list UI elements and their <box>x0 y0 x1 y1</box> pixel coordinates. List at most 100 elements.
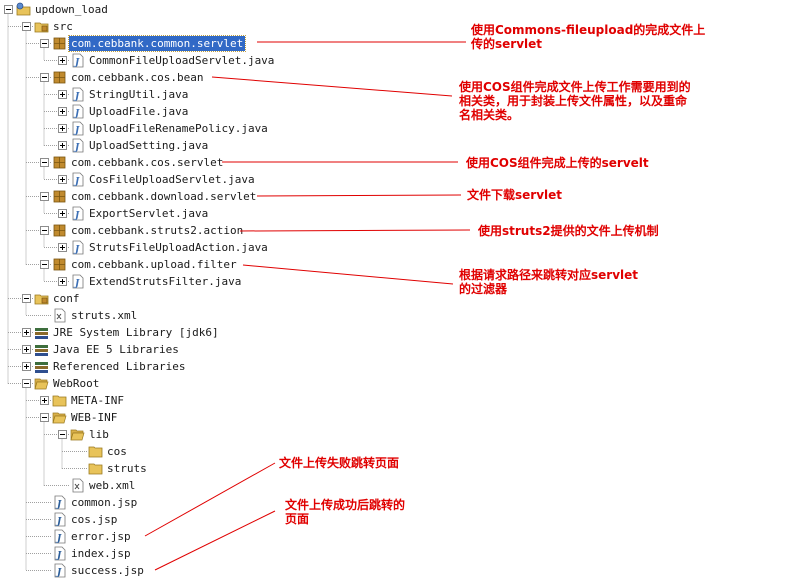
tree-item-label[interactable]: conf <box>53 292 80 305</box>
tree-row[interactable]: WebRoot <box>0 375 450 392</box>
tree-row[interactable]: J UploadFileRenamePolicy.java <box>0 120 450 137</box>
tree-row[interactable]: struts <box>0 460 450 477</box>
tree-row[interactable]: JRE System Library [jdk6] <box>0 324 450 341</box>
tree-item-label[interactable]: WebRoot <box>53 377 100 390</box>
tree-item-label[interactable]: success.jsp <box>71 564 144 577</box>
tree-item-label[interactable]: lib <box>89 428 109 441</box>
tree-row[interactable]: J UploadFile.java <box>0 103 450 120</box>
expand-toggle-icon[interactable] <box>58 175 67 184</box>
tree-row[interactable]: com.cebbank.download.servlet <box>0 188 450 205</box>
tree-row[interactable]: com.cebbank.common.servlet <box>0 35 450 52</box>
tree-item-label[interactable]: UploadFile.java <box>89 105 189 118</box>
tree-row[interactable]: J StringUtil.java <box>0 86 450 103</box>
tree-item-label[interactable]: Java EE 5 Libraries <box>53 343 179 356</box>
tree-item-label[interactable]: CosFileUploadServlet.java <box>89 173 255 186</box>
expand-toggle-icon[interactable] <box>58 107 67 116</box>
tree-row[interactable]: lib <box>0 426 450 443</box>
tree-row[interactable]: updown_load <box>0 1 450 18</box>
java-file-icon: J <box>70 104 85 119</box>
annotation-upload-filter: 根据请求路径来跳转对应servlet 的过滤器 <box>459 268 639 296</box>
svg-text:J: J <box>73 92 80 102</box>
tree-item-label[interactable]: StringUtil.java <box>89 88 189 101</box>
tree-row[interactable]: web.xml <box>0 477 450 494</box>
tree-item-label[interactable]: com.cebbank.cos.bean <box>71 71 204 84</box>
tree-item-label[interactable]: struts.xml <box>71 309 138 322</box>
expand-toggle-icon[interactable] <box>58 277 67 286</box>
tree-item-label[interactable]: com.cebbank.common.servlet <box>67 35 247 52</box>
tree-item-label[interactable]: cos.jsp <box>71 513 118 526</box>
collapse-toggle-icon[interactable] <box>40 192 49 201</box>
package-icon <box>52 70 67 85</box>
collapse-toggle-icon[interactable] <box>40 158 49 167</box>
tree-item-label[interactable]: error.jsp <box>71 530 131 543</box>
collapse-toggle-icon[interactable] <box>22 22 31 31</box>
expand-toggle-icon[interactable] <box>58 90 67 99</box>
expand-toggle-icon[interactable] <box>58 141 67 150</box>
tree-item-label[interactable]: ExtendStrutsFilter.java <box>89 275 242 288</box>
annotation-cos-servlet: 使用COS组件完成上传的servelt <box>466 156 649 170</box>
tree-row[interactable]: conf <box>0 290 450 307</box>
tree-row[interactable]: com.cebbank.cos.bean <box>0 69 450 86</box>
expand-toggle-icon[interactable] <box>40 396 49 405</box>
tree-item-label[interactable]: UploadSetting.java <box>89 139 209 152</box>
collapse-toggle-icon[interactable] <box>40 226 49 235</box>
collapse-toggle-icon[interactable] <box>22 294 31 303</box>
tree-row[interactable]: com.cebbank.struts2.action <box>0 222 450 239</box>
tree-item-label[interactable]: com.cebbank.cos.servlet <box>71 156 224 169</box>
tree-item-label[interactable]: cos <box>107 445 127 458</box>
expand-toggle-icon[interactable] <box>22 362 31 371</box>
collapse-toggle-icon[interactable] <box>40 73 49 82</box>
tree-item-label[interactable]: WEB-INF <box>71 411 118 424</box>
package-icon <box>52 189 67 204</box>
tree-row[interactable]: cos <box>0 443 450 460</box>
collapse-toggle-icon[interactable] <box>4 5 13 14</box>
expand-toggle-icon[interactable] <box>58 243 67 252</box>
collapse-toggle-icon[interactable] <box>58 430 67 439</box>
tree-item-label[interactable]: StrutsFileUploadAction.java <box>89 241 268 254</box>
tree-item-label[interactable]: src <box>53 20 73 33</box>
expand-toggle-icon[interactable] <box>58 124 67 133</box>
tree-item-label[interactable]: index.jsp <box>71 547 131 560</box>
tree-item-label[interactable]: common.jsp <box>71 496 138 509</box>
tree-item-label[interactable]: updown_load <box>35 3 108 16</box>
expand-toggle-icon[interactable] <box>58 209 67 218</box>
tree-item-label[interactable]: UploadFileRenamePolicy.java <box>89 122 268 135</box>
expand-toggle-icon[interactable] <box>58 56 67 65</box>
tree-row[interactable]: Java EE 5 Libraries <box>0 341 450 358</box>
tree-row[interactable]: com.cebbank.upload.filter <box>0 256 450 273</box>
tree-item-label[interactable]: META-INF <box>71 394 124 407</box>
collapse-toggle-icon[interactable] <box>40 260 49 269</box>
tree-item-label[interactable]: com.cebbank.upload.filter <box>71 258 237 271</box>
collapse-toggle-icon[interactable] <box>40 413 49 422</box>
tree-row[interactable]: META-INF <box>0 392 450 409</box>
collapse-toggle-icon[interactable] <box>40 39 49 48</box>
tree-item-label[interactable]: com.cebbank.struts2.action <box>71 224 244 237</box>
tree-item-label[interactable]: web.xml <box>89 479 136 492</box>
tree-item-label[interactable]: Referenced Libraries <box>53 360 186 373</box>
tree-row[interactable]: src <box>0 18 450 35</box>
expand-toggle-icon[interactable] <box>22 328 31 337</box>
tree-item-label[interactable]: CommonFileUploadServlet.java <box>89 54 275 67</box>
collapse-toggle-icon[interactable] <box>22 379 31 388</box>
tree-row[interactable]: WEB-INF <box>0 409 450 426</box>
tree-item-label[interactable]: struts <box>107 462 147 475</box>
tree-row[interactable]: Referenced Libraries <box>0 358 450 375</box>
tree-item-label[interactable]: com.cebbank.download.servlet <box>71 190 257 203</box>
tree-row[interactable]: com.cebbank.cos.servlet <box>0 154 450 171</box>
tree-item-label[interactable]: JRE System Library [jdk6] <box>53 326 219 339</box>
expand-toggle-icon[interactable] <box>22 345 31 354</box>
tree-item-label[interactable]: ExportServlet.java <box>89 207 209 220</box>
tree-row[interactable]: struts.xml <box>0 307 450 324</box>
java-file-icon: J <box>70 121 85 136</box>
